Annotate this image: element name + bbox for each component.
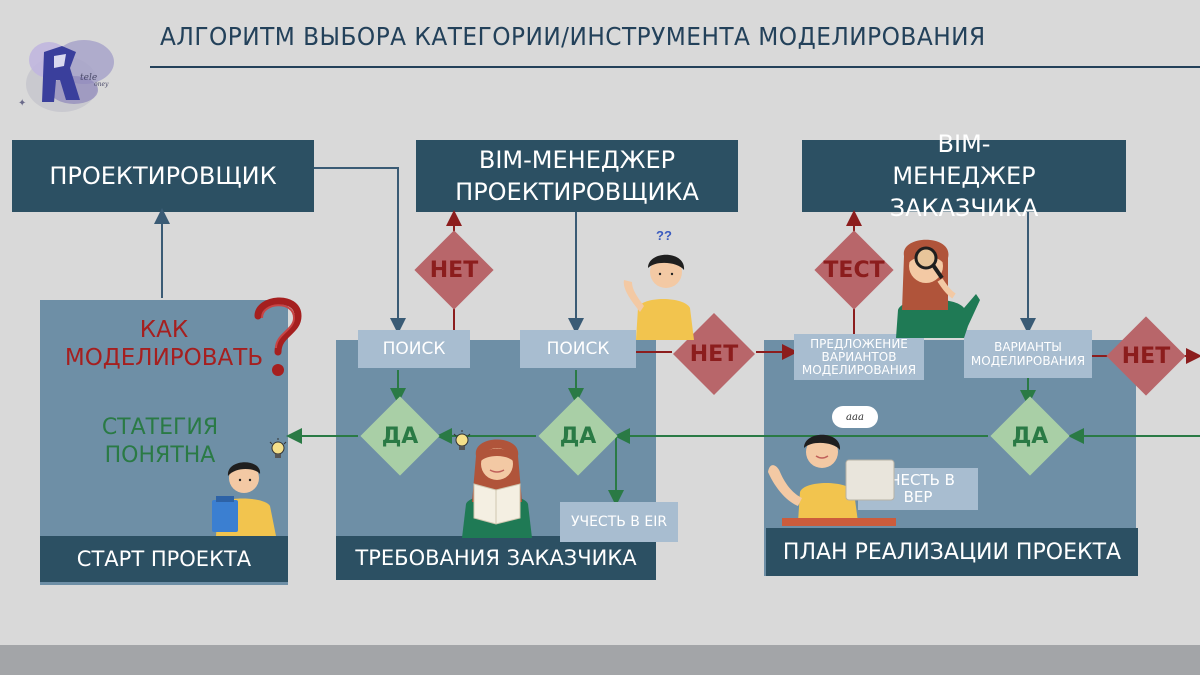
- person-boy-clipboard-icon: [206, 450, 282, 541]
- diamond-yes2: ДА: [536, 396, 620, 476]
- diamond-no1: НЕТ: [414, 230, 494, 310]
- lightbulb-icon: [452, 430, 472, 459]
- bottom-band: [0, 645, 1200, 675]
- box-bim-designer: BIM-МЕНЕДЖЕР ПРОЕКТИРОВЩИКА: [416, 140, 738, 212]
- arrow-designer-search: [314, 167, 406, 334]
- logo: tele oney ✦: [14, 22, 118, 112]
- diamond-no3: НЕТ: [1106, 316, 1186, 396]
- label-proposal: ПРЕДЛОЖЕНИЕ ВАРИАНТОВ МОДЕЛИРОВАНИЯ: [794, 334, 924, 380]
- panel-start-label: СТАРТ ПРОЕКТА: [40, 536, 288, 582]
- box-designer: ПРОЕКТИРОВЩИК: [12, 140, 314, 212]
- title-divider: [150, 66, 1200, 68]
- svg-text:oney: oney: [94, 81, 109, 88]
- diamond-test: ТЕСТ: [812, 230, 896, 310]
- label-search1: ПОИСК: [358, 330, 470, 368]
- question-mark-icon: [248, 290, 308, 387]
- speech-bubble: ааа: [832, 406, 878, 428]
- label-eir: УЧЕСТЬ В EIR: [560, 502, 678, 542]
- svg-text:tele: tele: [80, 73, 97, 83]
- diamond-yes1: ДА: [358, 396, 442, 476]
- speech-bubble-text: ааа: [846, 411, 864, 423]
- strategy-text: СТАТЕГИЯ ПОНЯТНА: [101, 415, 219, 468]
- page-title: АЛГОРИТМ ВЫБОРА КАТЕГОРИИ/ИНСТРУМЕНТА МО…: [160, 22, 986, 51]
- logo-icon: tele oney ✦: [18, 40, 114, 112]
- person-girl-reading-icon: [456, 432, 538, 543]
- person-woman-magnifier-icon: [884, 234, 984, 343]
- label-search2: ПОИСК: [520, 330, 636, 368]
- diamond-yes3: ДА: [988, 396, 1072, 476]
- person-boy-laptop-icon: [766, 410, 896, 533]
- question-text: КАК МОДЕЛИРОВАТЬ: [64, 317, 264, 371]
- person-boy-thinking-icon: [620, 246, 700, 345]
- double-question-text: ??: [656, 228, 672, 243]
- diamond-no2: НЕТ: [672, 312, 756, 396]
- panel-requirements-label: ТРЕБОВАНИЯ ЗАКАЗЧИКА: [336, 536, 656, 580]
- lightbulb-icon: [268, 438, 288, 467]
- svg-text:✦: ✦: [18, 98, 26, 109]
- panel-plan-label: ПЛАН РЕАЛИЗАЦИИ ПРОЕКТА: [766, 528, 1138, 576]
- label-variants: ВАРИАНТЫ МОДЕЛИРОВАНИЯ: [964, 330, 1092, 378]
